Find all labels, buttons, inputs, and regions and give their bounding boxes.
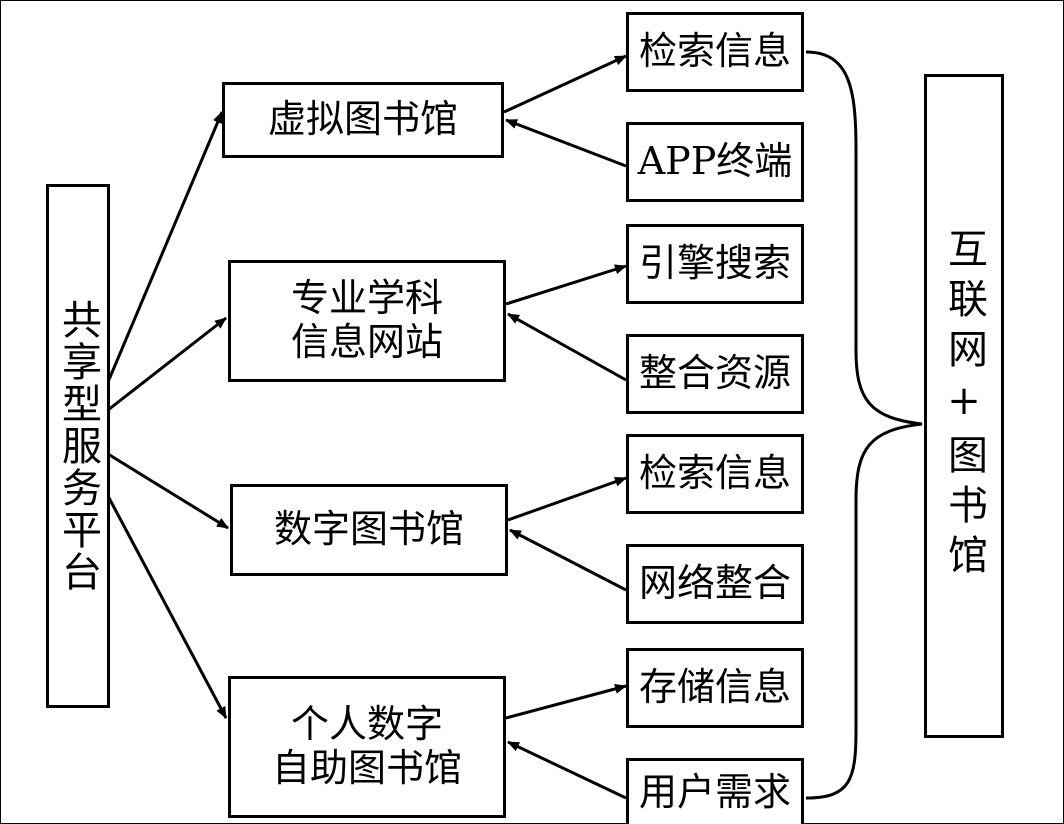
mid-node-line: 数字图书馆 xyxy=(273,507,464,552)
platform-label: 共享型服务平台 xyxy=(55,299,101,593)
arrow-subject-to-engine-search xyxy=(505,264,627,306)
leaf-label: 检索信息 xyxy=(638,451,791,496)
internet-library-box: 互联网+图书馆 xyxy=(924,74,1004,738)
leaf-node-search-info-1: 检索信息 xyxy=(626,12,804,92)
leaf-label: APP终端 xyxy=(637,139,793,184)
leaf-node-engine-search: 引擎搜索 xyxy=(626,224,804,304)
leaf-label: 检索信息 xyxy=(638,29,791,74)
mid-node-subject-info-sites: 专业学科 信息网站 xyxy=(228,260,506,382)
mid-node-digital-library: 数字图书馆 xyxy=(230,484,508,576)
mid-node-line: 专业学科 xyxy=(290,276,443,321)
arrow-virtual-to-search-info xyxy=(503,54,627,114)
arrow-personal-to-store-info xyxy=(505,684,627,720)
leaf-node-store-info: 存储信息 xyxy=(626,648,804,728)
arrow-digital-to-search-info xyxy=(507,476,627,522)
arrow-platform-to-subject-sites xyxy=(107,316,227,412)
leaf-label: 存储信息 xyxy=(638,665,791,710)
arrow-app-to-virtual xyxy=(505,118,627,168)
mid-node-personal-self-service-library: 个人数字 自助图书馆 xyxy=(228,676,506,818)
arrow-platform-to-digital-library xyxy=(107,452,229,530)
mid-node-line: 个人数字 xyxy=(290,702,443,747)
arrow-platform-to-personal-library xyxy=(106,495,228,719)
arrow-platform-to-virtual-library xyxy=(106,111,224,383)
leaf-label: 用户需求 xyxy=(638,769,791,814)
arrow-integrate-to-subject xyxy=(507,312,627,382)
arrow-network-to-digital xyxy=(509,528,627,592)
mid-node-line: 信息网站 xyxy=(290,320,443,364)
mid-node-line: 自助图书馆 xyxy=(271,746,462,790)
arrow-user-to-personal xyxy=(507,740,627,800)
leaf-label: 整合资源 xyxy=(638,351,791,396)
leaf-node-user-needs: 用户需求 xyxy=(626,758,804,824)
leaf-label: 引擎搜索 xyxy=(638,241,791,286)
leaf-node-app-terminal: APP终端 xyxy=(626,122,804,202)
platform-box: 共享型服务平台 xyxy=(46,184,110,708)
leaf-node-search-info-2: 检索信息 xyxy=(626,434,804,514)
mid-node-virtual-library: 虚拟图书馆 xyxy=(222,82,504,158)
leaf-label: 网络整合 xyxy=(638,561,791,606)
internet-library-label: 互联网+图书馆 xyxy=(941,228,987,584)
grouping-brace xyxy=(805,50,923,800)
leaf-node-network-integration: 网络整合 xyxy=(626,544,804,624)
mid-node-line: 虚拟图书馆 xyxy=(267,97,458,142)
leaf-node-integrate-resources: 整合资源 xyxy=(626,334,804,414)
